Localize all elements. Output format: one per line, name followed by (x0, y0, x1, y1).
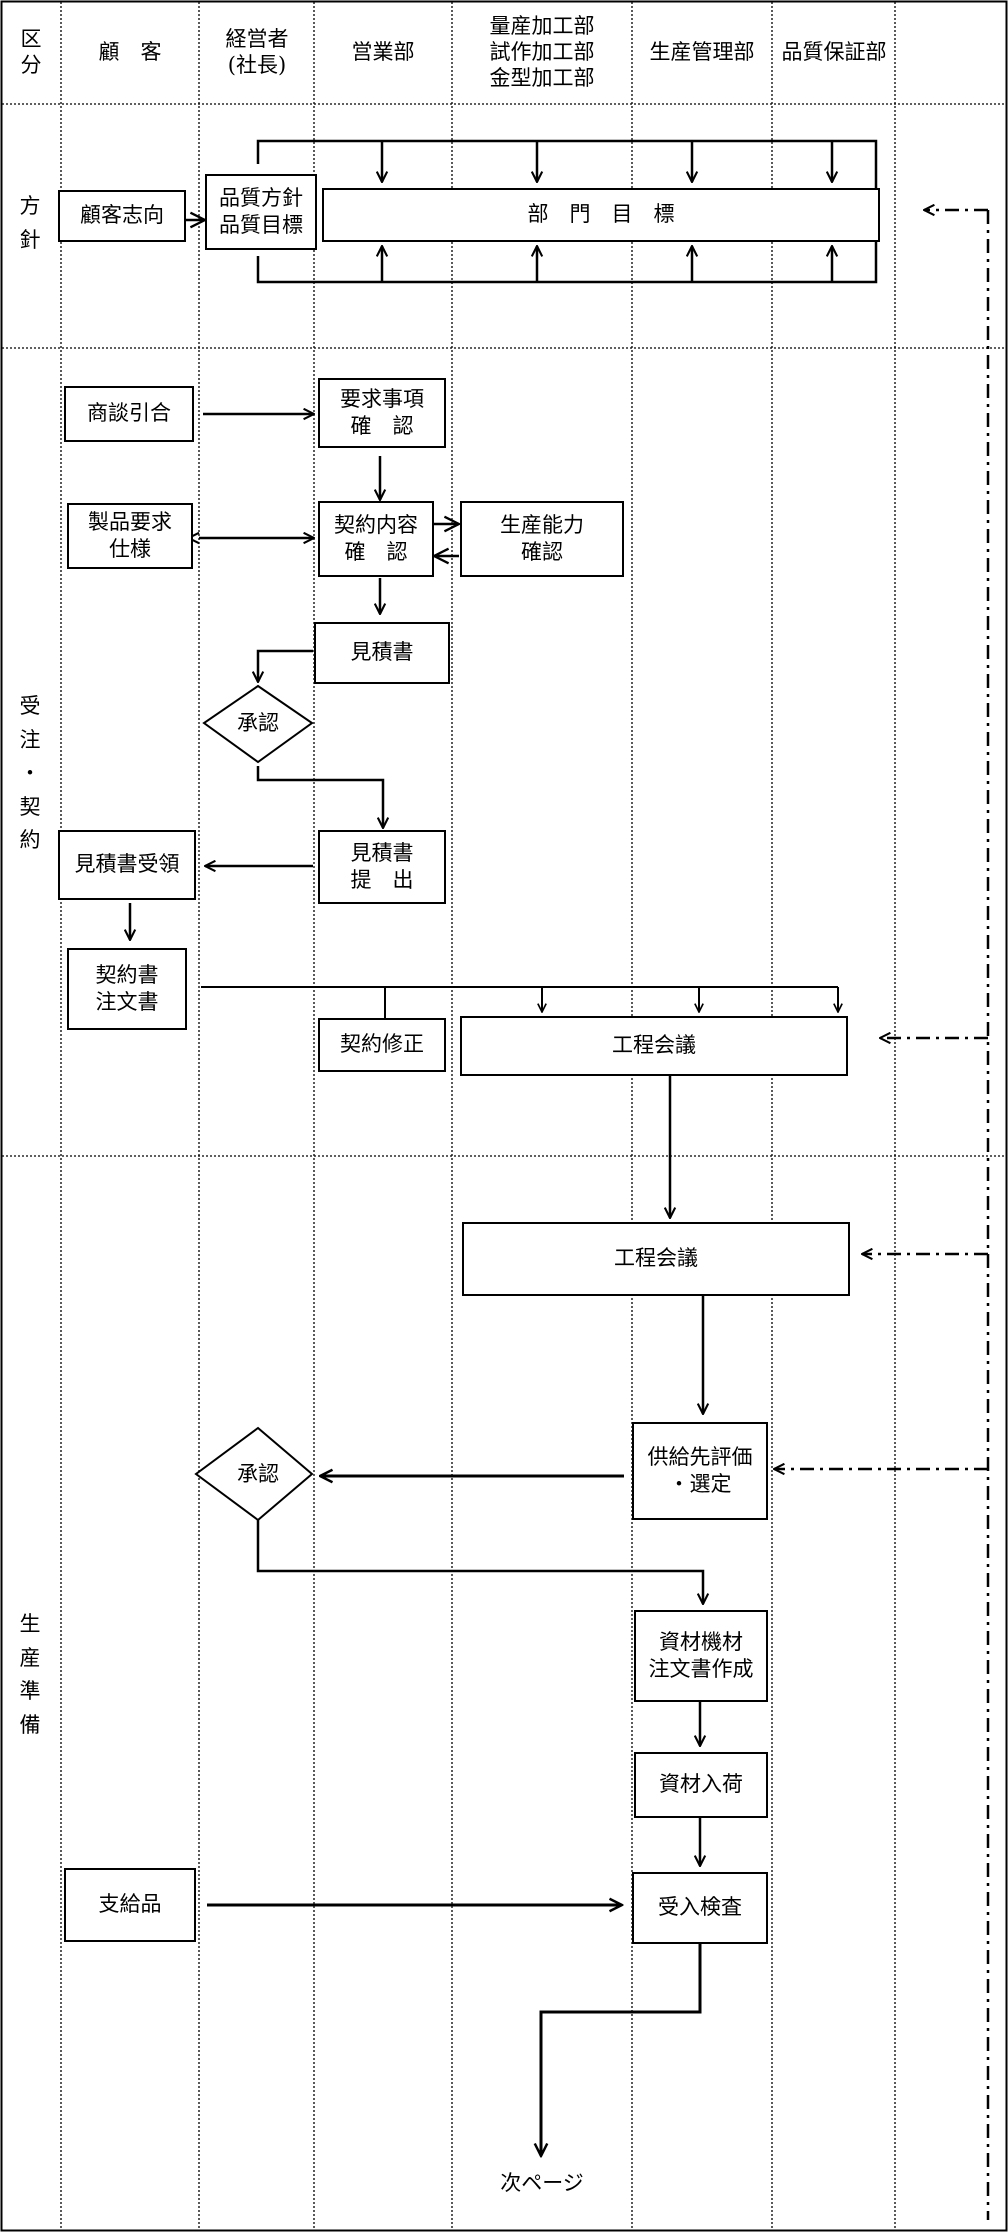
header-management: 経営者 (社長) (225, 26, 289, 77)
header-quality-assurance: 品質保証部 (781, 39, 887, 64)
product-spec-box: 製品要求 仕様 (67, 503, 193, 569)
quality-policy-box: 品質方針 品質目標 (205, 174, 317, 250)
customer-focus-box: 顧客志向 (58, 190, 186, 242)
header-processing: 量産加工部 試作加工部 金型加工部 (489, 13, 595, 91)
next-page-label: 次ページ (500, 2170, 584, 2195)
material-order-box: 資材機材 注文書作成 (634, 1610, 768, 1702)
estimate-box: 見積書 (314, 622, 450, 684)
section-label-policy: 方 針 (19, 194, 41, 252)
dept-goals-box: 部 門 目 標 (322, 188, 880, 242)
header-customer: 顧 客 (98, 39, 162, 64)
header-sales: 営業部 (351, 39, 415, 64)
contract-revision-box: 契約修正 (318, 1018, 446, 1072)
process-meeting-box-2: 工程会議 (462, 1222, 850, 1296)
section-label-order: 受 注 ・ 契 約 (19, 694, 41, 853)
header-section: 区 分 (20, 26, 42, 77)
requirements-check-box: 要求事項 確 認 (318, 378, 446, 448)
approval-diamond-1: 承認 (237, 710, 279, 735)
inquiry-box: 商談引合 (64, 386, 194, 442)
section-label-prep: 生 産 準 備 (19, 1612, 41, 1737)
estimate-receipt-box: 見積書受領 (58, 830, 196, 900)
receiving-inspection-box: 受入検査 (632, 1872, 768, 1944)
estimate-submit-box: 見積書 提 出 (318, 830, 446, 904)
capacity-check-box: 生産能力 確認 (460, 501, 624, 577)
contract-order-box: 契約書 注文書 (67, 948, 187, 1030)
approval-diamond-2: 承認 (237, 1461, 279, 1486)
contract-check-box: 契約内容 確 認 (318, 501, 434, 577)
process-meeting-box-1: 工程会議 (460, 1016, 848, 1076)
supplier-eval-box: 供給先評価 ・選定 (632, 1422, 768, 1520)
material-arrival-box: 資材入荷 (634, 1752, 768, 1818)
header-production-control: 生産管理部 (649, 39, 755, 64)
supplied-goods-box: 支給品 (64, 1868, 196, 1942)
